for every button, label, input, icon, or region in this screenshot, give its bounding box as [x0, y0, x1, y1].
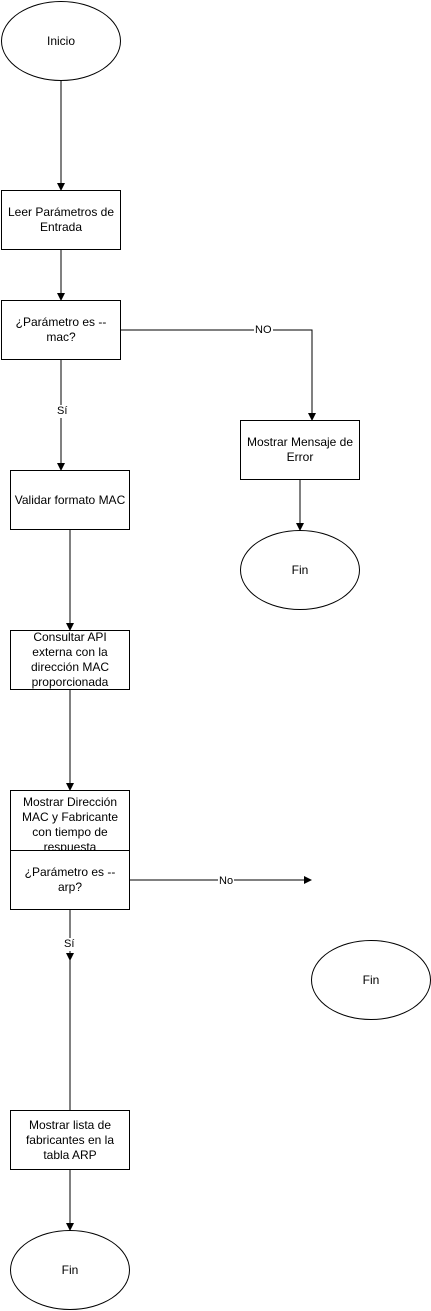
error-message-node: Mostrar Mensaje de Error	[240, 420, 360, 480]
read-params-node: Leer Parámetros de Entrada	[1, 190, 121, 250]
edge-label-mac-yes: Sí	[56, 405, 69, 418]
show-arp-list-node: Mostrar lista de fabricantes en la tabla…	[10, 1110, 130, 1170]
is-mac-decision-node: ¿Parámetro es --mac?	[1, 300, 121, 360]
is-arp-decision-node: ¿Parámetro es --arp?	[10, 850, 130, 910]
edge-label-arp-yes: Sí	[63, 938, 76, 951]
edge-label-mac-no: NO	[254, 324, 273, 337]
edge-decision-no-to-error	[121, 329, 316, 421]
edge-label-arp-no: No	[218, 875, 235, 888]
end-error-node: Fin	[240, 530, 360, 610]
end-final-node: Fin	[10, 1230, 130, 1310]
validate-mac-node: Validar formato MAC	[10, 470, 130, 530]
start-node: Inicio	[1, 1, 121, 81]
end-no-arp-node: Fin	[311, 940, 431, 1020]
query-api-node: Consultar API externa con la dirección M…	[10, 630, 130, 690]
